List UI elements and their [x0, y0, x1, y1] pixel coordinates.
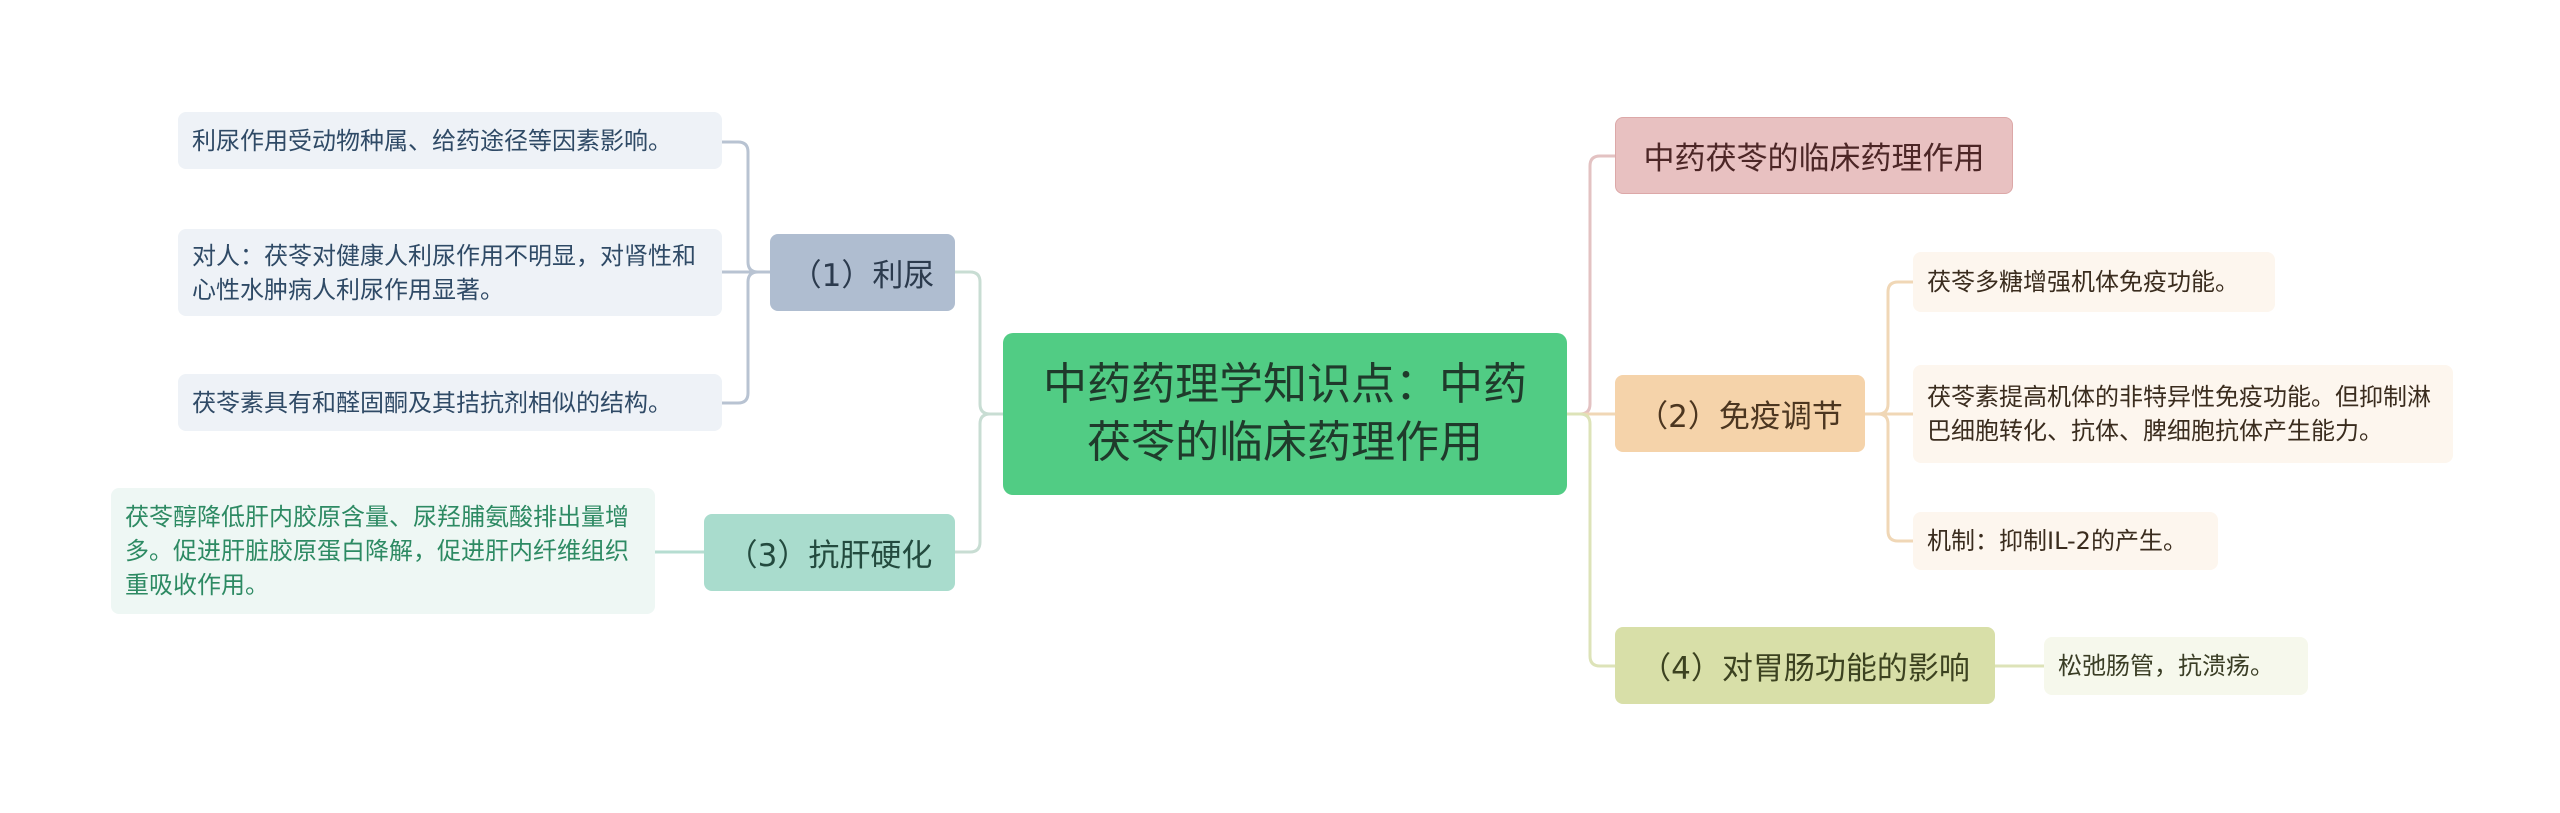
leaf-text: 松弛肠管，抗溃疡。 [2058, 652, 2274, 680]
leaf-node[interactable]: 茯苓素具有和醛固酮及其拮抗剂相似的结构。 [178, 374, 722, 431]
root-label: 中药药理学知识点：中药茯苓的临床药理作用 [1043, 359, 1527, 468]
leaf-node[interactable]: 松弛肠管，抗溃疡。 [2044, 637, 2308, 695]
leaf-text: 对人：茯苓对健康人利尿作用不明显，对肾性和心性水肿病人利尿作用显著。 [192, 241, 696, 304]
branch-kangganyinghua[interactable]: （3）抗肝硬化 [704, 514, 955, 591]
branch-label: （3）抗肝硬化 [726, 538, 933, 574]
leaf-text: 茯苓素提高机体的非特异性免疫功能。但抑制淋巴细胞转化、抗体、脾细胞抗体产生能力。 [1927, 383, 2431, 445]
branch-label: （2）免疫调节 [1637, 399, 1843, 435]
branch-zhongyao[interactable]: 中药茯苓的临床药理作用 [1615, 117, 2013, 194]
leaf-node[interactable]: 对人：茯苓对健康人利尿作用不明显，对肾性和心性水肿病人利尿作用显著。 [178, 229, 722, 316]
branch-mianyi[interactable]: （2）免疫调节 [1615, 375, 1865, 452]
branch-lini[interactable]: （1）利尿 [770, 234, 955, 311]
leaf-node[interactable]: 利尿作用受动物种属、给药途径等因素影响。 [178, 112, 722, 169]
leaf-text: 茯苓醇降低肝内胶原含量、尿羟脯氨酸排出量增多。促进肝脏胶原蛋白降解，促进肝内纤维… [125, 503, 629, 599]
leaf-text: 茯苓素具有和醛固酮及其拮抗剂相似的结构。 [192, 388, 672, 417]
leaf-text: 机制：抑制IL-2的产生。 [1927, 527, 2187, 555]
leaf-text: 利尿作用受动物种属、给药途径等因素影响。 [192, 126, 672, 155]
leaf-text: 茯苓多糖增强机体免疫功能。 [1927, 268, 2239, 296]
branch-label: （4）对胃肠功能的影响 [1640, 651, 1970, 687]
branch-label: （1）利尿 [790, 258, 935, 294]
leaf-node[interactable]: 茯苓素提高机体的非特异性免疫功能。但抑制淋巴细胞转化、抗体、脾细胞抗体产生能力。 [1913, 365, 2453, 463]
leaf-node[interactable]: 机制：抑制IL-2的产生。 [1913, 512, 2218, 570]
branch-weichang[interactable]: （4）对胃肠功能的影响 [1615, 627, 1995, 704]
leaf-node[interactable]: 茯苓多糖增强机体免疫功能。 [1913, 252, 2275, 312]
root-node[interactable]: 中药药理学知识点：中药茯苓的临床药理作用 [1003, 333, 1567, 495]
branch-label: 中药茯苓的临床药理作用 [1643, 141, 1985, 177]
leaf-node[interactable]: 茯苓醇降低肝内胶原含量、尿羟脯氨酸排出量增多。促进肝脏胶原蛋白降解，促进肝内纤维… [111, 488, 655, 614]
